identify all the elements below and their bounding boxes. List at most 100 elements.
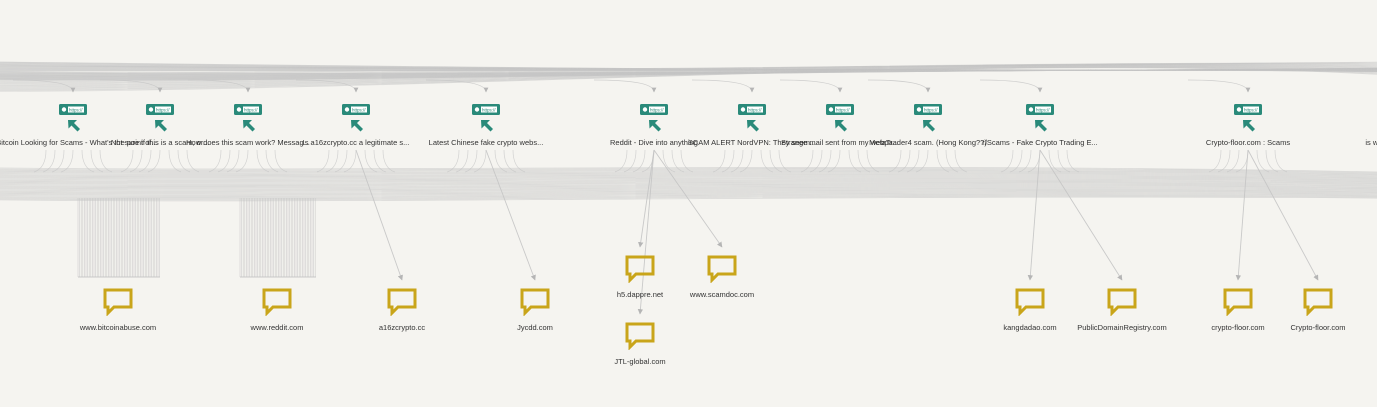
speech-bubble-icon [625, 322, 655, 351]
https-link-icon: https:// [59, 104, 87, 132]
edge [187, 79, 251, 93]
domain-node[interactable] [1015, 288, 1045, 317]
domain-node[interactable] [387, 288, 417, 317]
edge [1247, 149, 1319, 281]
edge [1226, 149, 1240, 173]
edge [464, 149, 478, 173]
edge [906, 149, 920, 173]
edge [446, 149, 460, 173]
domain-node[interactable] [1107, 288, 1137, 317]
url-node[interactable]: https:// [1234, 104, 1262, 134]
domain-node[interactable] [262, 288, 292, 317]
edge [120, 149, 134, 173]
edge [512, 149, 526, 173]
edge [295, 79, 359, 93]
edge [779, 79, 843, 93]
svg-text:https://: https:// [482, 108, 496, 113]
edge [848, 149, 862, 173]
url-node[interactable]: https:// [738, 104, 766, 134]
edge [364, 149, 378, 173]
speech-bubble-icon [103, 288, 133, 317]
url-node-label: Latest Chinese fake crypto webs... [428, 138, 544, 147]
url-node[interactable]: https:// [914, 104, 942, 134]
edge [0, 174, 1377, 179]
edge [1274, 149, 1288, 173]
domain-node[interactable] [625, 255, 655, 284]
url-node-label: Strange mail sent from my webpa... [781, 138, 899, 147]
svg-text:https://: https:// [836, 108, 850, 113]
edge [1009, 149, 1023, 173]
edge [0, 170, 1377, 176]
edge [721, 149, 735, 173]
svg-text:https://: https:// [924, 108, 938, 113]
edge [730, 149, 744, 173]
url-node[interactable]: https:// [472, 104, 500, 134]
edge [0, 176, 1377, 181]
svg-text:https://: https:// [352, 108, 366, 113]
domain-node[interactable] [520, 288, 550, 317]
edge [485, 149, 536, 281]
edge [0, 186, 1377, 191]
svg-text:https://: https:// [1244, 108, 1258, 113]
domain-node[interactable] [103, 288, 133, 317]
edge [138, 149, 152, 173]
edge [0, 183, 1377, 187]
https-link-icon: https:// [146, 104, 174, 132]
edge [99, 149, 113, 173]
edge [455, 149, 469, 173]
edge [382, 149, 396, 173]
url-node-label: Not sure if this is a scam, or... [110, 138, 210, 147]
svg-text:https://: https:// [1036, 108, 1050, 113]
edge [0, 169, 1377, 175]
edge [316, 149, 330, 173]
svg-text:https://: https:// [650, 108, 664, 113]
url-node[interactable]: https:// [1026, 104, 1054, 134]
url-node-label: Is Bitcoin Looking for Scams - What's th… [0, 138, 158, 147]
domain-node[interactable] [1223, 288, 1253, 317]
edge [857, 149, 871, 173]
edge [867, 79, 931, 93]
url-node[interactable]: https:// [59, 104, 87, 134]
edge [0, 171, 1377, 176]
edge [945, 149, 959, 173]
edge [1066, 149, 1080, 173]
edge [51, 149, 65, 173]
svg-text:https://: https:// [244, 108, 258, 113]
edge [0, 194, 1377, 200]
domain-node[interactable] [1303, 288, 1333, 317]
edge [954, 149, 968, 173]
edge [0, 69, 1377, 81]
edge [1235, 149, 1249, 281]
url-node[interactable]: https:// [342, 104, 370, 134]
edge [81, 149, 95, 173]
speech-bubble-icon [625, 255, 655, 284]
https-link-icon: https:// [914, 104, 942, 132]
domain-node[interactable] [625, 322, 655, 351]
url-node[interactable]: https:// [234, 104, 262, 134]
https-link-icon: https:// [472, 104, 500, 132]
domain-node-label: h5.dappre.net [616, 290, 664, 299]
edge [256, 149, 270, 173]
edge [1018, 149, 1032, 173]
domain-node[interactable] [707, 255, 737, 284]
url-node[interactable]: https:// [146, 104, 174, 134]
edge [343, 149, 357, 173]
edge [0, 190, 1377, 195]
edge [355, 149, 403, 281]
svg-text:https://: https:// [69, 108, 83, 113]
edge [936, 149, 950, 173]
edge [1057, 149, 1071, 173]
edge [208, 149, 222, 173]
edge [0, 196, 1377, 202]
edge [12, 79, 76, 93]
edge [42, 149, 56, 173]
url-node[interactable]: https:// [826, 104, 854, 134]
edge [0, 195, 1377, 201]
speech-bubble-icon [520, 288, 550, 317]
url-node[interactable]: https:// [640, 104, 668, 134]
edge [979, 79, 1043, 93]
edge [915, 149, 929, 173]
domain-node-label: kangdadao.com [1003, 323, 1057, 332]
edge [0, 187, 1377, 192]
